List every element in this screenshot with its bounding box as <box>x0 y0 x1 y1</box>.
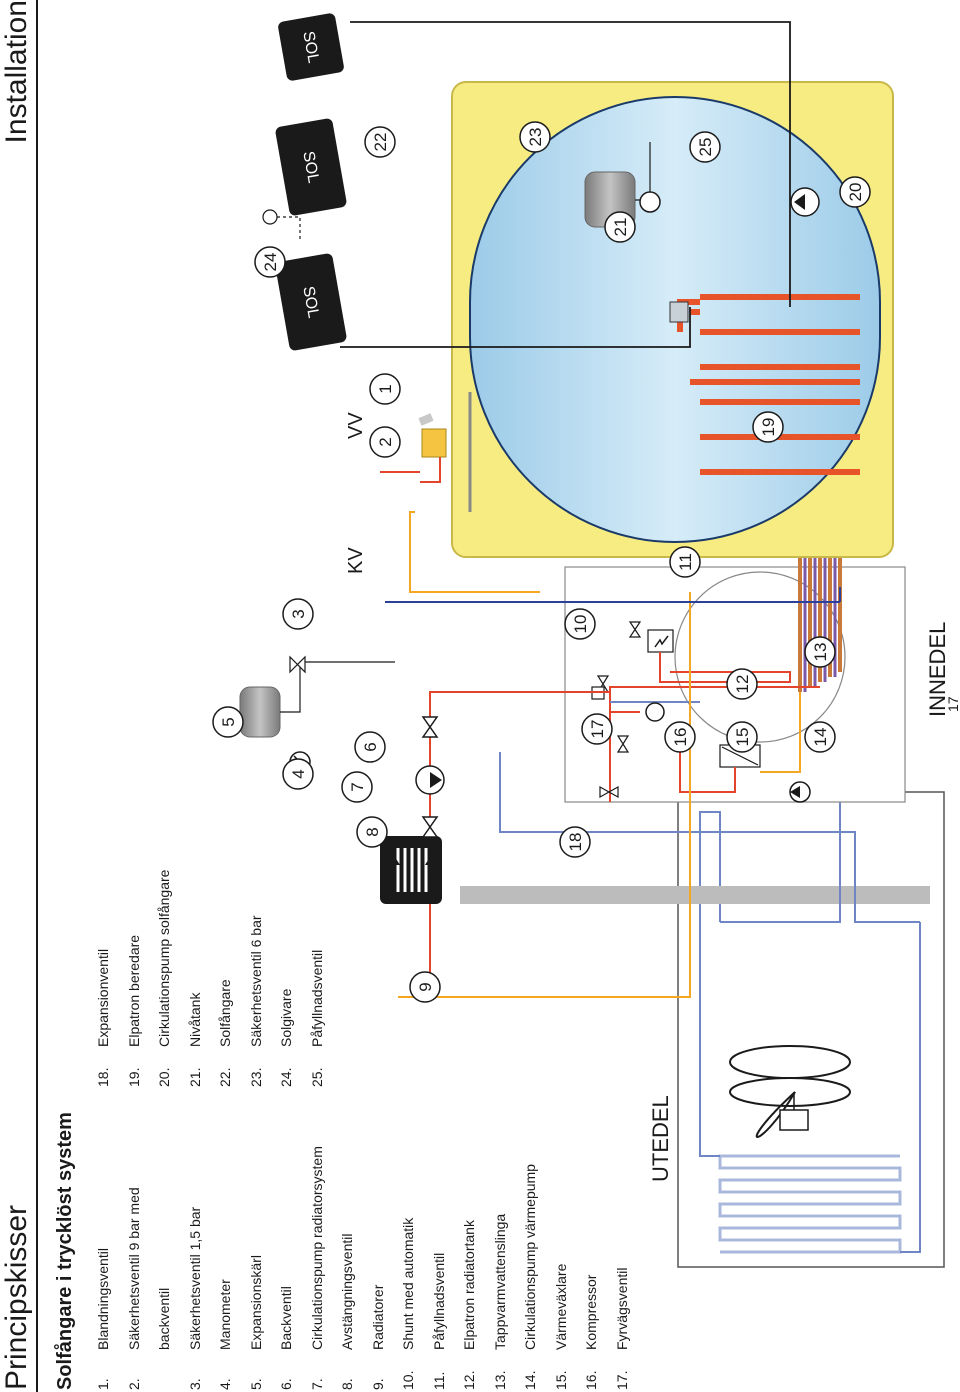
callout-circle-7 <box>341 771 373 803</box>
solar-pipe <box>350 21 791 307</box>
outdoor-unit-box <box>677 791 945 1268</box>
callout-number-5: 5 <box>219 717 238 726</box>
callout-number-18: 18 <box>566 833 585 852</box>
solar-panel-label: SOL <box>299 30 321 65</box>
four-way-valve <box>616 735 630 753</box>
callout-number-7: 7 <box>348 782 367 791</box>
callout-circle-22 <box>364 126 396 158</box>
callout-number-17: 17 <box>588 720 607 739</box>
radiator-circuit <box>239 592 691 998</box>
callout-circle-11 <box>669 546 701 578</box>
solar-circuit <box>262 13 894 603</box>
callout-number-3: 3 <box>289 609 308 618</box>
callout-circle-19 <box>752 411 784 443</box>
callout-number-22: 22 <box>371 133 390 152</box>
solar-panel <box>275 253 347 351</box>
outdoor-unit: UTEDEL <box>648 791 945 1268</box>
callout-circle-21 <box>604 211 636 243</box>
callout-number-9: 9 <box>416 982 435 991</box>
callout-circle-10 <box>564 608 596 640</box>
compressor <box>645 702 665 722</box>
callout-number-25: 25 <box>696 138 715 157</box>
indoor-tank-outline <box>674 571 846 743</box>
evaporator-coil <box>718 1154 902 1254</box>
callout-number-10: 10 <box>571 615 590 634</box>
callout-circle-15 <box>726 721 758 753</box>
callout-circle-8 <box>356 816 388 848</box>
callout-number-14: 14 <box>811 728 830 747</box>
fill-valve-11 <box>628 621 642 638</box>
wall <box>460 886 930 904</box>
page-number: 17 <box>945 696 960 712</box>
callout-circle-25 <box>689 131 721 163</box>
callout-circle-3 <box>282 598 314 630</box>
radiator-fins <box>396 848 428 892</box>
refrigerant-pipe-2 <box>499 752 920 923</box>
callout-number-12: 12 <box>733 675 752 694</box>
callout-circle-16 <box>664 721 696 753</box>
dhw-coil <box>798 532 842 692</box>
expansion-tank-5 <box>239 686 281 738</box>
callout-circle-5 <box>212 706 244 738</box>
callout-circle-6 <box>354 731 386 763</box>
callout-number-19: 19 <box>759 418 778 437</box>
callout-number-8: 8 <box>363 827 382 836</box>
manometer-21 <box>639 191 661 213</box>
callout-number-1: 1 <box>376 384 395 393</box>
solar-panel <box>278 13 344 81</box>
kv-label: KV <box>345 547 367 574</box>
callout-circle-1 <box>369 373 401 405</box>
solar-panel <box>275 118 347 216</box>
outdoor-pipe-return <box>900 922 921 1253</box>
callout-circle-2 <box>369 426 401 458</box>
callout-circle-23 <box>519 121 551 153</box>
solar-panel-label: SOL <box>299 285 321 320</box>
vv-label: VV <box>345 412 367 439</box>
solar-sensor <box>262 209 278 225</box>
callout-number-11: 11 <box>676 553 695 571</box>
callout-circle-9 <box>409 971 441 1003</box>
callout-number-20: 20 <box>846 183 865 202</box>
callout-circle-17 <box>581 713 613 745</box>
fan-icon <box>729 1045 851 1138</box>
callout-circle-13 <box>804 636 836 668</box>
radiator-return-pipe <box>429 691 610 852</box>
dhw-pipe <box>409 511 540 593</box>
outdoor-pipe <box>699 811 721 1157</box>
callout-number-15: 15 <box>733 728 752 747</box>
callout-number-16: 16 <box>671 728 690 747</box>
callout-number-23: 23 <box>526 128 545 147</box>
callout-number-2: 2 <box>376 437 395 446</box>
indoor-unit: INNEDEL <box>564 532 950 803</box>
expansion-valve <box>599 785 619 799</box>
callout-number-6: 6 <box>361 742 380 751</box>
callout-number-4: 4 <box>289 769 308 778</box>
callout-circle-18 <box>559 826 591 858</box>
immersion-heater-19 <box>669 301 689 323</box>
utedel-label: UTEDEL <box>648 1095 673 1182</box>
callout-circle-14 <box>804 721 836 753</box>
solar-panel-label: SOL <box>299 150 321 185</box>
callout-circle-12 <box>726 668 758 700</box>
shutoff-valve-8b <box>421 716 439 738</box>
shutoff-valve-8a <box>421 816 439 838</box>
mixing-valve-1 <box>421 428 447 458</box>
solar-collectors <box>275 13 347 351</box>
innedel-label: INNEDEL <box>925 622 950 717</box>
callout-number-13: 13 <box>811 643 830 662</box>
callout-circle-20 <box>839 176 871 208</box>
safety-valve-3 <box>289 655 306 674</box>
callout-number-24: 24 <box>261 253 280 272</box>
callout-number-21: 21 <box>611 218 630 237</box>
callout-circle-4 <box>282 758 314 790</box>
callout-circle-24 <box>254 246 286 278</box>
